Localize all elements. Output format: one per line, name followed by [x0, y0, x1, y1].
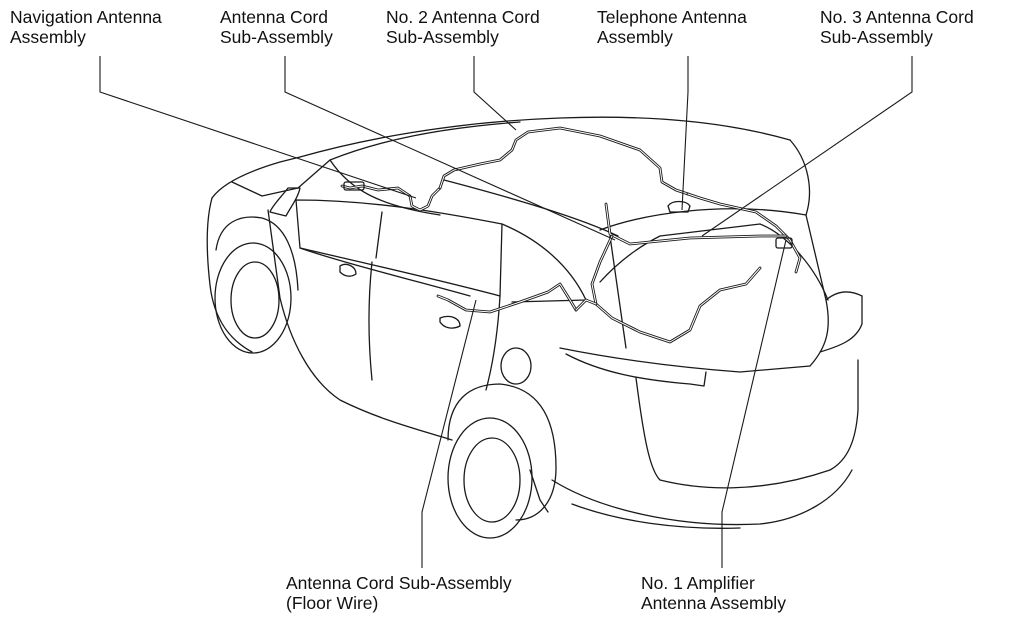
- right-tail-lamp: [819, 291, 863, 353]
- rear-quarter-window: [501, 223, 587, 303]
- beltline: [299, 247, 471, 297]
- mudflap: [529, 469, 549, 513]
- front-wheel: [214, 242, 292, 354]
- leader-no2-antenna-cord: [473, 56, 517, 131]
- rear-roof-edge: [599, 208, 807, 231]
- fuel-door: [500, 347, 532, 385]
- floor-wire-joint: [574, 298, 598, 312]
- no2-antenna-cord-cable: [438, 126, 690, 196]
- leader-navigation-antenna: [99, 56, 417, 199]
- door-seam-rear: [485, 295, 501, 391]
- rear-wheel-arch: [447, 383, 557, 521]
- front-door-edge: [267, 209, 453, 441]
- front-fender: [206, 197, 253, 353]
- roof-side: [443, 179, 619, 237]
- bumper-lower: [571, 503, 741, 529]
- floor-wire-cable: [436, 282, 578, 314]
- leader-antenna-cord: [284, 56, 616, 241]
- front-wheel-hub: [230, 261, 280, 339]
- rear-glass: [599, 223, 829, 301]
- front-door-handle: [339, 263, 357, 277]
- side-mirror: [269, 187, 301, 217]
- navigation-antenna-unit: [343, 181, 365, 191]
- telephone-antenna-base: [667, 200, 691, 213]
- leader-lines: [99, 56, 913, 568]
- vehicle-outline: [206, 116, 863, 539]
- tailgate-lower: [635, 359, 859, 489]
- a-pillar: [329, 159, 441, 216]
- hood-line: [211, 156, 301, 199]
- rear-door-handle: [439, 315, 461, 329]
- left-tail-lamp: [565, 353, 707, 387]
- rear-hatch-outline: [609, 214, 829, 367]
- rear-bumper: [551, 469, 853, 526]
- leader-floor-wire: [421, 299, 477, 568]
- antenna-cables: [340, 126, 802, 344]
- mirror-hood-edge: [231, 181, 299, 197]
- floor-wire-cord-label: Antenna Cord Sub-Assembly(Floor Wire): [286, 573, 512, 613]
- leader-no3-antenna-cord: [701, 56, 913, 237]
- leader-no1-amplifier: [721, 239, 787, 568]
- spoiler-side: [789, 139, 811, 216]
- door-seam-front: [368, 261, 373, 381]
- front-wheel-arch: [215, 216, 299, 291]
- b-pillar: [375, 211, 383, 259]
- tail-lamp-line: [559, 347, 811, 373]
- windshield-top: [297, 121, 521, 189]
- side-windows: [295, 199, 503, 297]
- rear-wheel-hub: [463, 437, 521, 523]
- roof-edge: [299, 116, 791, 158]
- leader-telephone-antenna: [681, 56, 689, 211]
